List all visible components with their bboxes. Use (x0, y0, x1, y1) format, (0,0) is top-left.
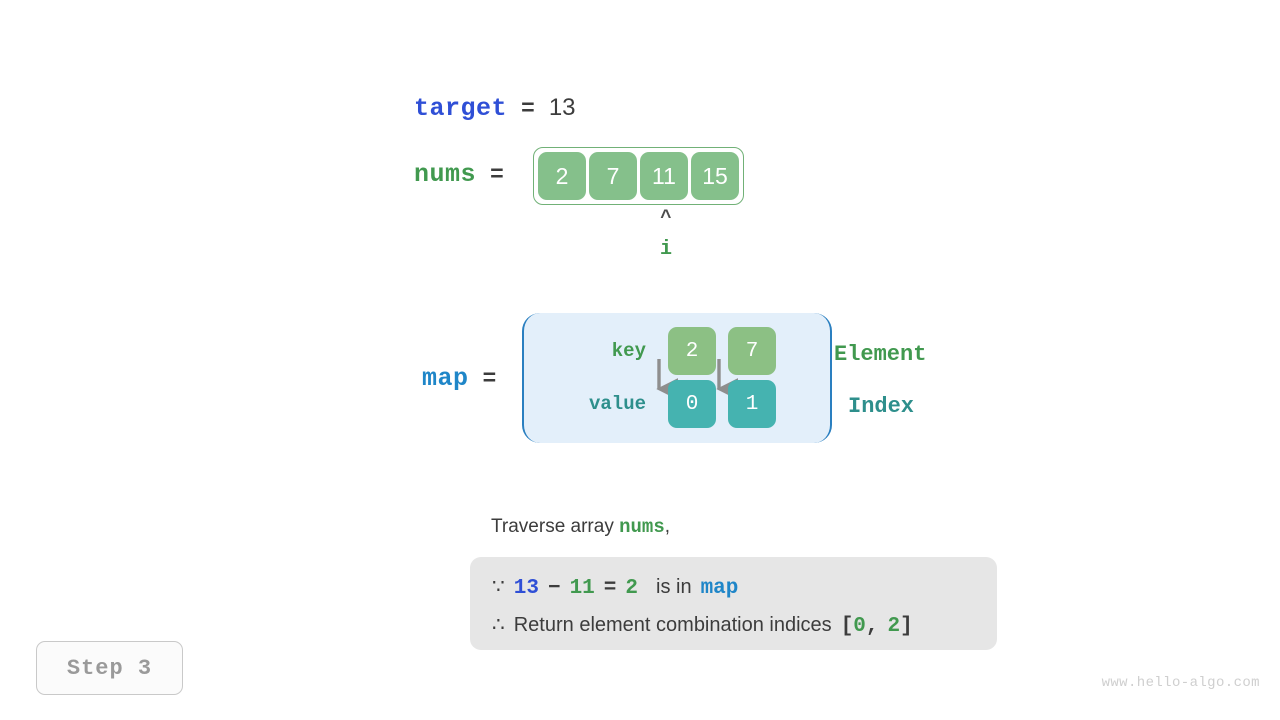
nums-equals: = (490, 162, 504, 188)
callout-equals-operator: = (603, 577, 617, 600)
map-key-row: key 2 7 (556, 327, 776, 375)
because-symbol: ∵ (492, 576, 505, 598)
nums-cell-2[interactable]: 11 (640, 152, 688, 200)
callout-return-text: Return element combination indices (513, 614, 832, 636)
target-label: target (414, 94, 508, 123)
watermark: www.hello-algo.com (1101, 675, 1260, 691)
callout-map-reference: map (700, 577, 739, 600)
caret-up-icon: ^ (660, 207, 672, 229)
nums-cell-1[interactable]: 7 (589, 152, 637, 200)
therefore-symbol: ∴ (492, 614, 505, 636)
target-row: target = 13 (414, 94, 576, 123)
map-value-cells: 0 1 (668, 380, 776, 428)
result-index-1: 2 (887, 615, 901, 638)
map-key-cell-1[interactable]: 7 (728, 327, 776, 375)
bracket-open: [ (840, 615, 854, 638)
target-equals: = (521, 96, 535, 122)
legend-index-label: Index (848, 394, 915, 419)
bracket-close: ] (900, 615, 913, 638)
result-comma: , (865, 615, 879, 638)
legend-element-label: Element (834, 342, 927, 367)
target-value: 13 (548, 94, 576, 121)
description-highlight: nums (619, 516, 665, 538)
nums-cell-3[interactable]: 15 (691, 152, 739, 200)
nums-label: nums (414, 160, 477, 189)
map-value-row-label: value (588, 393, 646, 415)
map-value-row: value 0 1 (556, 380, 776, 428)
callout-is-in-text: is in (656, 576, 692, 598)
map-key-cells: 2 7 (668, 327, 776, 375)
nums-cell-0[interactable]: 2 (538, 152, 586, 200)
map-value-cell-0[interactable]: 0 (668, 380, 716, 428)
callout-line-1: ∵ 13 − 11 = 2 is in map (492, 569, 975, 607)
callout-line-2: ∴ Return element combination indices [ 0… (492, 607, 975, 645)
callout-operand-current: 11 (569, 577, 595, 600)
nums-label-group: nums = (414, 160, 534, 189)
nums-row: nums = (414, 160, 534, 189)
map-container: key 2 7 value 0 1 (522, 313, 832, 443)
reasoning-callout: ∵ 13 − 11 = 2 is in map ∴ Return element… (470, 557, 997, 650)
nums-array: 2 7 11 15 (533, 147, 744, 205)
step-badge: Step 3 (36, 641, 183, 695)
callout-operand-target: 13 (513, 577, 539, 600)
map-value-cell-1[interactable]: 1 (728, 380, 776, 428)
step-badge-label: Step 3 (66, 655, 153, 681)
index-pointer-group: ^ i (641, 208, 691, 261)
description-prefix: Traverse array (491, 516, 620, 537)
description-line: Traverse array nums, (491, 516, 670, 538)
map-key-row-label: key (611, 340, 646, 362)
callout-minus-operator: − (547, 577, 561, 600)
description-suffix: , (664, 516, 670, 537)
callout-operand-result: 2 (625, 577, 638, 600)
pointer-variable-label: i (659, 238, 672, 261)
map-label: map (422, 364, 469, 393)
map-key-cell-0[interactable]: 2 (668, 327, 716, 375)
result-index-0: 0 (853, 615, 866, 638)
map-equals: = (482, 366, 497, 392)
map-label-group: map = (422, 364, 496, 393)
